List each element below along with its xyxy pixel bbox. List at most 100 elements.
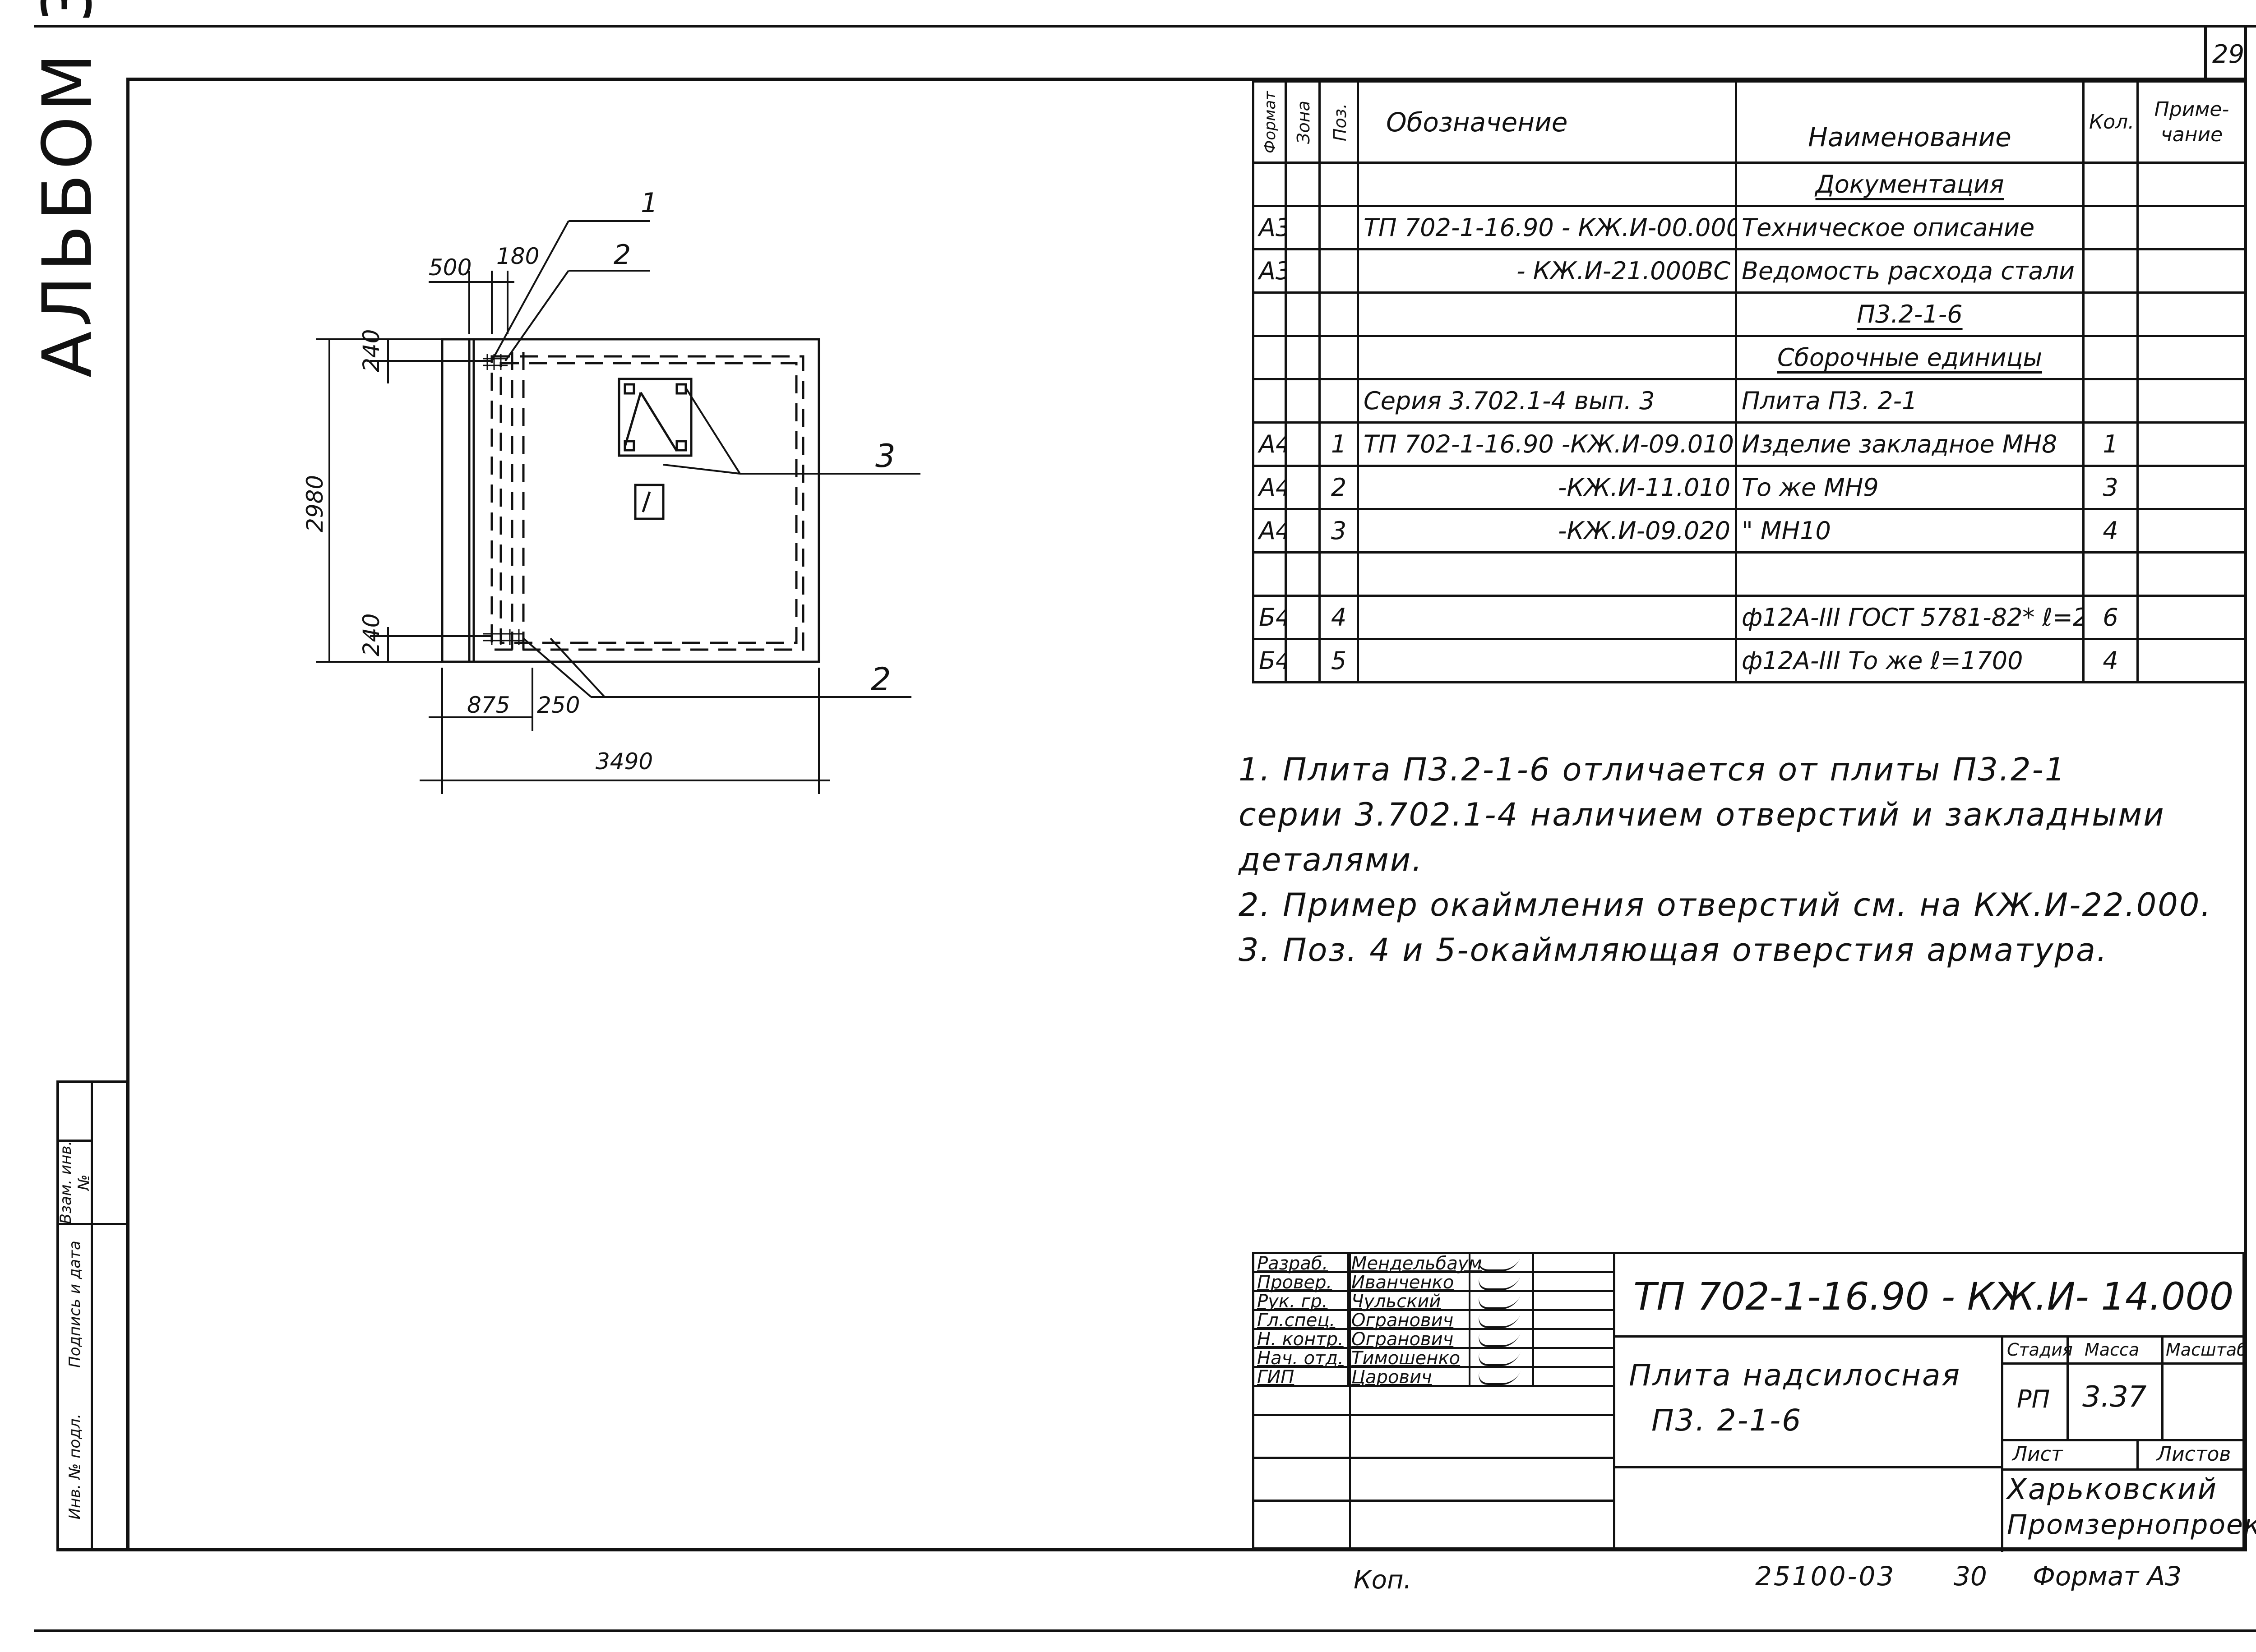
spec-cell-name: Ведомость расхода стали bbox=[1735, 248, 2085, 294]
spec-cell-qty: 4 bbox=[2082, 508, 2139, 554]
col-qty: Кол. bbox=[2082, 80, 2139, 164]
signature-icon bbox=[1475, 1315, 1521, 1328]
dim-240-top: 240 bbox=[358, 329, 384, 372]
mass-label: Масса bbox=[2085, 1340, 2140, 1360]
spec-cell-qty bbox=[2082, 162, 2139, 207]
spec-cell-pos bbox=[1318, 378, 1359, 424]
spec-cell-designation: - КЖ.И-21.000ВС bbox=[1357, 248, 1737, 294]
spec-cell-qty: 4 bbox=[2082, 638, 2139, 683]
spec-row: Сборочные единицы bbox=[1252, 335, 2247, 380]
spec-cell-pos bbox=[1318, 162, 1359, 207]
spec-cell-name: Документация bbox=[1735, 162, 2085, 207]
footer-num: 30 bbox=[1954, 1561, 1987, 1592]
spec-cell-name: П3.2-1-6 bbox=[1735, 291, 2085, 337]
spec-cell-zone bbox=[1285, 508, 1321, 554]
dim-250: 250 bbox=[537, 692, 580, 718]
spec-cell-format: Б4 bbox=[1252, 638, 1287, 683]
col-name: Наименование bbox=[1735, 80, 2085, 164]
side-inv-replace: Взам. инв. № bbox=[57, 1140, 93, 1224]
role-person: Царович bbox=[1351, 1368, 1470, 1387]
spec-cell-pos bbox=[1318, 551, 1359, 597]
spec-cell-qty: 6 bbox=[2082, 595, 2139, 640]
role-row: Разраб.Мендельбаум bbox=[1254, 1254, 1613, 1273]
doc-code: ТП 702-1-16.90 - КЖ.И- 14.000 bbox=[1633, 1274, 2234, 1319]
spec-cell-designation: Серия 3.702.1-4 вып. 3 bbox=[1357, 378, 1737, 424]
signature-icon bbox=[1475, 1277, 1521, 1290]
role-label: Нач. отд. bbox=[1257, 1349, 1349, 1368]
role-person: Иванченко bbox=[1351, 1273, 1470, 1292]
spec-cell-note bbox=[2136, 205, 2247, 250]
col-pos: Поз. bbox=[1318, 80, 1359, 164]
spec-cell-format: А4 bbox=[1252, 465, 1287, 510]
signature-cell bbox=[1471, 1273, 1534, 1292]
role-person: Мендельбаум bbox=[1351, 1253, 1482, 1274]
spec-cell-format: А4 bbox=[1252, 421, 1287, 467]
spec-cell-format: А3 bbox=[1252, 248, 1287, 294]
spec-cell-note bbox=[2136, 465, 2247, 510]
inner-frame-bottom bbox=[56, 1548, 2247, 1551]
spec-cell-designation: ТП 702-1-16.90 - КЖ.И-00.000ТО bbox=[1357, 205, 1737, 250]
spec-cell-zone bbox=[1285, 205, 1321, 250]
role-row: Рук. гр.Чульский bbox=[1254, 1292, 1613, 1311]
spec-cell-zone bbox=[1285, 335, 1321, 380]
spec-cell-zone bbox=[1285, 162, 1321, 207]
spec-cell-name: Сборочные единицы bbox=[1735, 335, 2085, 380]
dim-500: 500 bbox=[429, 254, 472, 281]
signature-icon bbox=[1475, 1352, 1521, 1366]
signature-cell bbox=[1471, 1368, 1534, 1387]
spec-cell-designation: -КЖ.И-11.010 bbox=[1357, 465, 1737, 510]
role-label: Рук. гр. bbox=[1257, 1292, 1349, 1311]
role-row-empty bbox=[1254, 1457, 1613, 1459]
spec-cell-note bbox=[2136, 291, 2247, 337]
spec-row: Б4 4 ф12А-III ГОСТ 5781-82* ℓ=29606 bbox=[1252, 595, 2247, 640]
spec-row: Документация bbox=[1252, 162, 2247, 207]
spec-cell-pos: 1 bbox=[1318, 421, 1359, 467]
spec-cell-zone bbox=[1285, 421, 1321, 467]
spec-cell-format bbox=[1252, 162, 1287, 207]
stage-label: Стадия bbox=[2007, 1340, 2073, 1360]
col-designation: Обозначение bbox=[1357, 80, 1737, 164]
dim-2980: 2980 bbox=[302, 475, 328, 532]
spec-cell-pos: 5 bbox=[1318, 638, 1359, 683]
role-label: Н. контр. bbox=[1257, 1330, 1349, 1349]
item-title-2: П3. 2-1-6 bbox=[1651, 1403, 1803, 1438]
spec-cell-pos: 4 bbox=[1318, 595, 1359, 640]
spec-cell-pos bbox=[1318, 335, 1359, 380]
note-line-1: 1. Плита П3.2-1-6 отличается от плиты П3… bbox=[1239, 751, 2066, 788]
role-label: Гл.спец. bbox=[1257, 1311, 1349, 1330]
page-number-box: 29 bbox=[2204, 27, 2244, 78]
note-line-3: деталями. bbox=[1239, 841, 1424, 878]
scale-label: Масштаб bbox=[2166, 1340, 2247, 1360]
dim-875: 875 bbox=[467, 692, 510, 718]
dim-240-bot: 240 bbox=[358, 614, 384, 656]
spec-cell-note bbox=[2136, 595, 2247, 640]
sheets-label: Листов bbox=[2157, 1443, 2231, 1466]
spec-cell-pos bbox=[1318, 248, 1359, 294]
spec-cell-note bbox=[2136, 638, 2247, 683]
spec-cell-zone bbox=[1285, 291, 1321, 337]
role-row-empty bbox=[1254, 1500, 1613, 1502]
album-label: АЛЬБОМ 3 bbox=[28, 0, 107, 378]
spec-cell-name: ф12А-III ГОСТ 5781-82* ℓ=2960 bbox=[1735, 595, 2085, 640]
stage-value: РП bbox=[2017, 1385, 2050, 1413]
spec-cell-pos bbox=[1318, 291, 1359, 337]
inner-frame-left bbox=[126, 78, 129, 1550]
spec-cell-zone bbox=[1285, 378, 1321, 424]
spec-cell-designation bbox=[1357, 551, 1737, 597]
signature-cell bbox=[1471, 1254, 1534, 1273]
bottom-border bbox=[34, 1629, 2256, 1632]
mass-value: 3.37 bbox=[2082, 1380, 2147, 1414]
spec-cell-qty bbox=[2082, 551, 2139, 597]
spec-cell-format: Б4 bbox=[1252, 595, 1287, 640]
role-row: Нач. отд.Тимошенко bbox=[1254, 1349, 1613, 1368]
slab-outline bbox=[441, 338, 820, 663]
spec-cell-zone bbox=[1285, 248, 1321, 294]
spec-cell-designation: ТП 702-1-16.90 -КЖ.И-09.010 bbox=[1357, 421, 1737, 467]
org-1: Харьковский bbox=[2007, 1473, 2218, 1506]
spec-cell-designation: -КЖ.И-09.020 bbox=[1357, 508, 1737, 554]
spec-cell-note bbox=[2136, 248, 2247, 294]
